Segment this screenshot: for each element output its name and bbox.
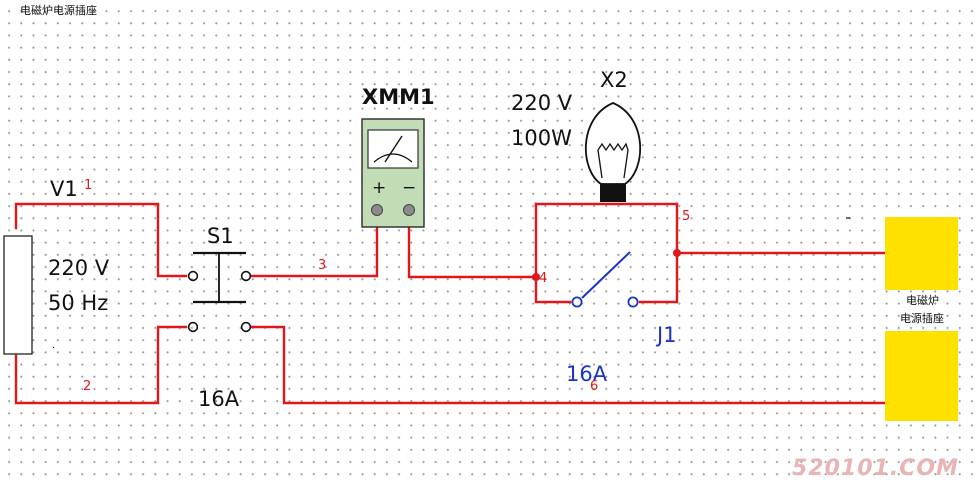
socket-outlet: 电磁炉 电源插座 xyxy=(885,217,958,421)
switch-ref-label: S1 xyxy=(207,224,234,248)
meter-minus-label: − xyxy=(402,178,416,198)
net-labels: 1 2 3 4 5 6 xyxy=(83,178,690,394)
lamp-bulb-icon xyxy=(584,102,642,185)
socket-top-block xyxy=(885,217,958,290)
power-source-v1: V1 220 V 50 Hz . xyxy=(3,177,110,355)
relay-ref-label: J1 xyxy=(655,323,677,347)
relay-j1: J1 16A xyxy=(566,251,677,386)
switch-terminal xyxy=(187,270,199,282)
wire-relay-right xyxy=(638,202,679,304)
switch-rating-label: 16A xyxy=(198,387,240,411)
relay-contact-blade xyxy=(581,251,631,299)
meter-plus-label: + xyxy=(372,178,386,198)
lamp-filament-icon xyxy=(597,142,629,179)
meter-probe-plus xyxy=(371,204,383,216)
wire-relay-left xyxy=(534,202,572,304)
wires xyxy=(14,202,895,405)
lamp-x2: X2 220 V 100W xyxy=(511,68,642,202)
junction-node-4 xyxy=(532,273,540,281)
meter-ref-label: XMM1 xyxy=(362,85,435,109)
switch-terminal xyxy=(240,270,252,282)
switch-terminal xyxy=(240,321,252,333)
net-label-5: 5 xyxy=(682,209,690,224)
source-body xyxy=(3,235,33,355)
svg-text:.: . xyxy=(52,340,55,351)
wire-node-4 xyxy=(407,213,538,279)
lamp-power-label: 100W xyxy=(511,126,572,150)
wire-node-2 xyxy=(14,325,188,405)
junction-node-5 xyxy=(673,249,681,257)
socket-bottom-block xyxy=(885,331,958,421)
watermark-logo: 520101.COM xyxy=(792,456,959,480)
net-label-6: 6 xyxy=(590,379,598,394)
lamp-base xyxy=(600,184,626,202)
wire-node-3 xyxy=(250,213,379,278)
relay-terminal xyxy=(627,296,639,308)
source-ref-label: V1 xyxy=(50,177,78,201)
net-label-1: 1 xyxy=(84,178,92,193)
meter-needle-icon xyxy=(384,135,403,163)
wire-node-1 xyxy=(14,202,188,278)
source-voltage-label: 220 V xyxy=(48,256,110,280)
source-frequency-label: 50 Hz xyxy=(48,291,108,315)
net-label-3: 3 xyxy=(318,258,326,273)
switch-terminal xyxy=(187,321,199,333)
net-label-2: 2 xyxy=(83,379,91,394)
multimeter-xmm1: XMM1 + − xyxy=(361,85,435,228)
socket-label-line1: 电磁炉 xyxy=(906,294,939,307)
wire-node-6 xyxy=(250,325,895,405)
lamp-ref-label: X2 xyxy=(600,68,628,92)
relay-terminal xyxy=(571,296,583,308)
relay-rating-label: 16A xyxy=(566,362,608,386)
diagram-title: 电磁炉电源插座 xyxy=(20,4,97,17)
switch-s1: S1 16A xyxy=(187,224,252,411)
meter-probe-minus xyxy=(403,204,415,216)
socket-label-line2: 电源插座 xyxy=(900,311,944,325)
net-label-4: 4 xyxy=(539,271,547,286)
lamp-voltage-label: 220 V xyxy=(511,91,573,115)
